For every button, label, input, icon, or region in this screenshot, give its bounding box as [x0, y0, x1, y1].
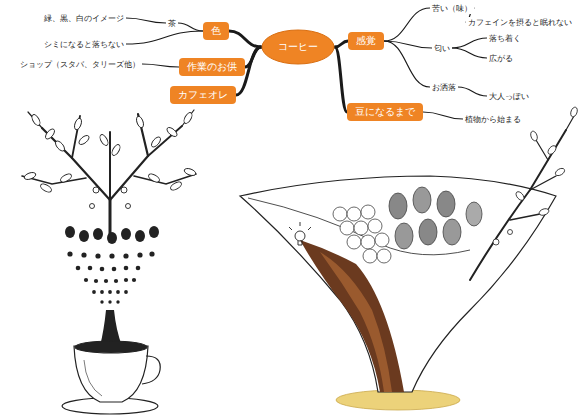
branch-line: [142, 64, 179, 67]
saucer-glow: [336, 390, 460, 410]
leaf-text: ショップ（スタバ、タリーズ他）: [18, 59, 142, 70]
node-text: 大人っぽい: [489, 91, 529, 102]
branch-line: [126, 18, 166, 23]
branch-box: 感覚: [348, 32, 384, 50]
branch-line: [384, 41, 432, 48]
node-text: カフェオレ: [178, 88, 228, 102]
branch-line: [423, 112, 463, 119]
leaf-text: カフェインを摂ると眠れない: [466, 17, 574, 28]
node-text: 豆になるまで: [355, 105, 415, 119]
node-text: 色: [211, 24, 221, 38]
leaf-text: お洒落: [430, 82, 458, 93]
bean-grid: [333, 187, 482, 263]
leaf-text: 苦い（味）: [430, 3, 474, 14]
leaf-text: 茶: [166, 18, 178, 29]
coffee-pour-light: [320, 252, 392, 392]
cup-rim: [248, 198, 470, 255]
branch-line: [229, 31, 261, 47]
branch-box: 作業のお供: [179, 58, 245, 76]
coffee-pour: [300, 240, 404, 392]
node-text: 落ち着く: [489, 33, 521, 44]
right-branches: [470, 116, 574, 280]
branch-line: [126, 31, 203, 44]
leaf-text: 落ち着く: [487, 33, 523, 44]
branch-line: [335, 41, 348, 47]
leaf-text: 緑、黒、白のイメージ: [42, 13, 126, 24]
branch-line: [458, 87, 487, 96]
lightbulb: [289, 222, 311, 245]
leaf-text: 匂い: [432, 43, 452, 54]
leaf-text: 植物から始まる: [463, 114, 523, 125]
branch-line: [335, 47, 347, 112]
branch-box: カフェオレ: [170, 86, 236, 104]
node-text: 匂い: [434, 43, 450, 54]
node-text: 茶: [168, 18, 176, 29]
branch-line: [452, 48, 487, 58]
leaf-text: 広がる: [487, 53, 515, 64]
leaf-text: 大人っぽい: [487, 91, 531, 102]
node-text: 広がる: [489, 53, 513, 64]
branch-line: [178, 23, 203, 31]
node-text: 植物から始まる: [465, 114, 521, 125]
tree-leaves: [23, 111, 196, 208]
node-text: お洒落: [432, 82, 456, 93]
node-text: カフェインを摂ると眠れない: [468, 17, 572, 28]
coffee-cup: [62, 341, 160, 414]
branch-line: [452, 38, 487, 48]
topic-ellipse: コーヒー: [261, 29, 335, 65]
node-text: ショップ（スタバ、タリーズ他）: [20, 59, 140, 70]
node-text: コーヒー: [278, 40, 318, 54]
branch-line: [384, 41, 430, 87]
node-text: 感覚: [356, 34, 376, 48]
cup-outline: [240, 176, 556, 392]
branch-line: [384, 8, 430, 41]
right-leaves: [493, 106, 579, 245]
coffee-dots: [67, 251, 154, 303]
node-text: 作業のお供: [187, 60, 237, 74]
branch-box: 豆になるまで: [347, 103, 423, 121]
ellipse-outline: [262, 30, 334, 64]
node-text: シミになると落ちない: [44, 39, 124, 50]
coffee-beans: [65, 226, 159, 244]
leaf-text: シミになると落ちない: [42, 39, 126, 50]
node-text: 苦い（味）: [432, 3, 472, 14]
tree-branches: [22, 110, 196, 236]
node-text: 緑、黒、白のイメージ: [44, 13, 124, 24]
branch-box: 色: [203, 22, 229, 40]
